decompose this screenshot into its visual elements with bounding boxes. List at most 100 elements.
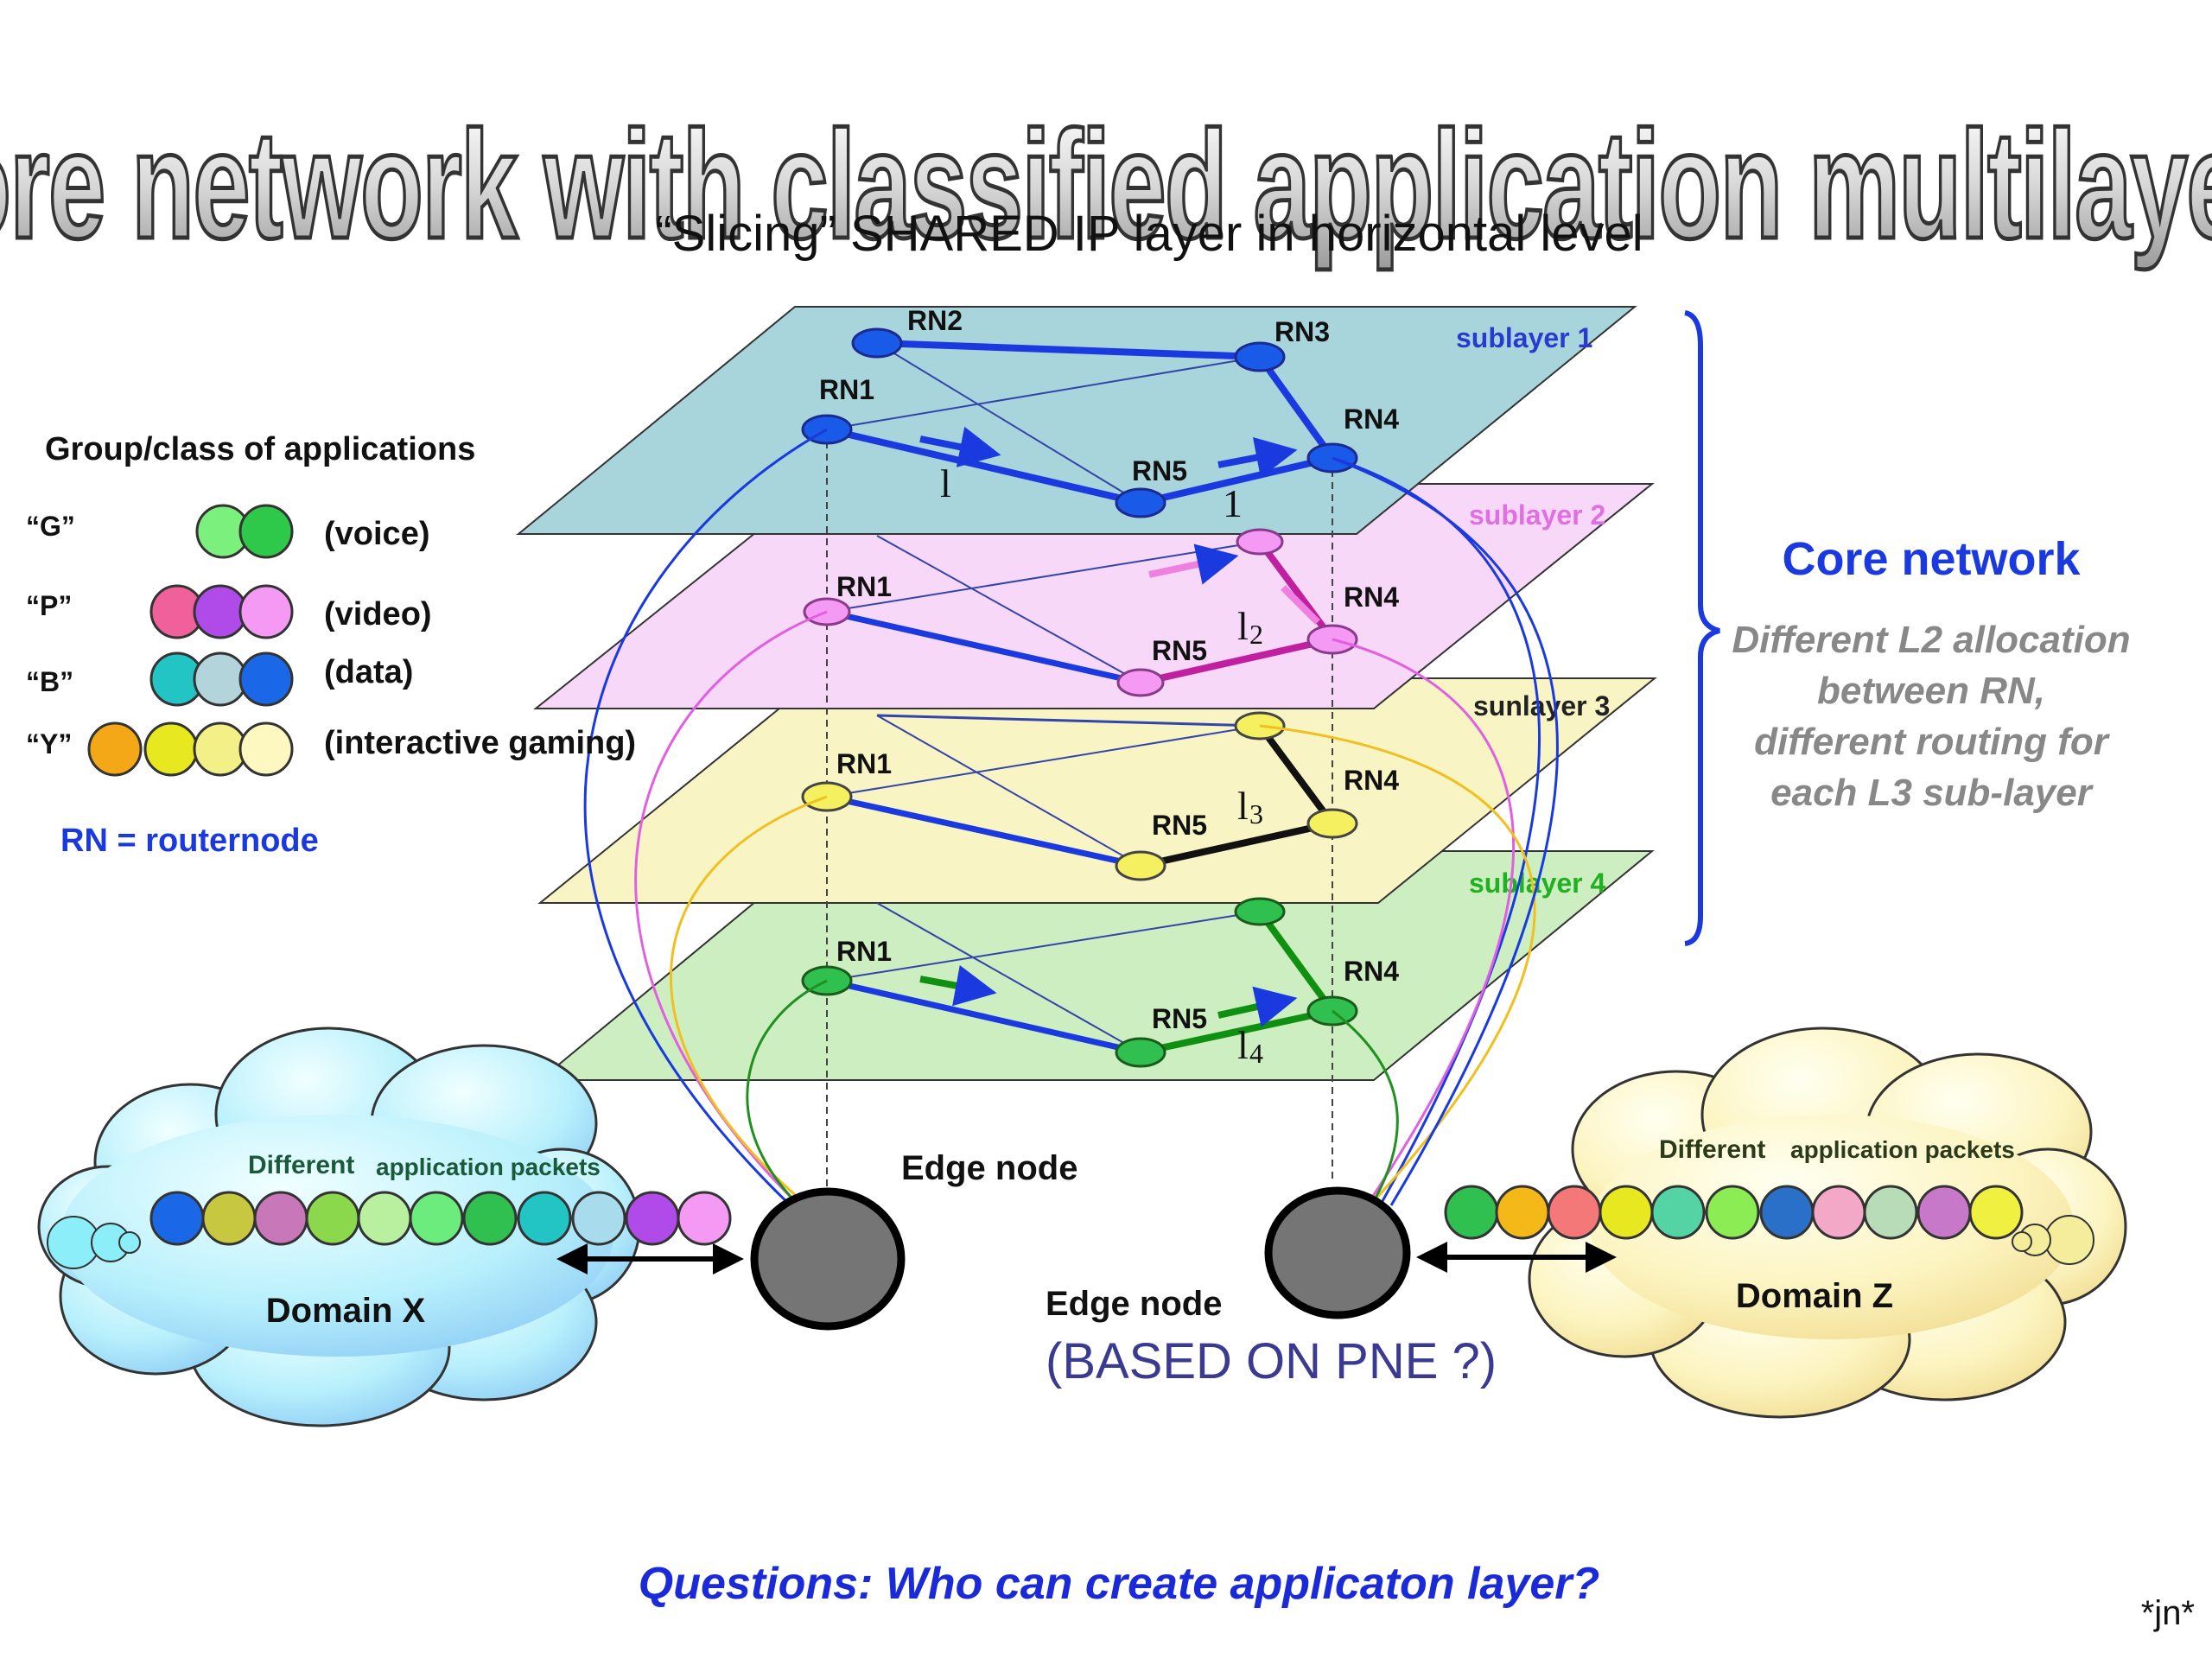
sublayer-4-link-label-2: 4 — [1249, 1038, 1263, 1069]
bottom-question: Questions: Who can create applicaton lay… — [639, 1559, 1600, 1609]
domain-x-caption-b: application packets — [376, 1154, 601, 1180]
edge-node-left-label: Edge node — [901, 1149, 1077, 1187]
sublayer-3-label: sunlayer 3 — [1473, 690, 1610, 721]
domain-x-packet-10 — [625, 1191, 680, 1246]
legend-g-label: (voice) — [324, 516, 429, 552]
sublayer-2-link-label: l — [1237, 604, 1249, 648]
legend-g-code: “G” — [26, 511, 75, 542]
domain-x-name: Domain X — [266, 1292, 426, 1330]
sublayer-2-rn3-node — [1236, 528, 1284, 556]
sublayer-2-rn1-label: RN1 — [836, 571, 892, 602]
sublayer-3-link-label-2: 3 — [1249, 798, 1263, 830]
core-network-description: Different L2 allocation between RN, diff… — [1732, 619, 2130, 814]
signature: *jn* — [2141, 1594, 2195, 1632]
legend-rn-note: RN = routernode — [60, 823, 319, 859]
edge-node-right — [1264, 1186, 1411, 1319]
sublayer-1-rn2-label: RN2 — [907, 305, 963, 336]
sublayer-2-graph: RN1 RN4 RN5 l 2 — [803, 528, 1399, 697]
page-subtitle: “Slicing” SHARED IP layer in horizontal … — [655, 206, 1643, 262]
legend-p-dot-3 — [238, 584, 294, 639]
legend-y-label: (interactive gaming) — [324, 725, 636, 761]
sublayer-3-rn4-label: RN4 — [1344, 765, 1399, 796]
sublayer-1-label: sublayer 1 — [1456, 322, 1592, 353]
sublayer-3-rn1-label: RN1 — [836, 748, 892, 779]
sublayer-4-graph: RN1 RN4 RN5 l 4 — [801, 897, 1399, 1069]
core-desc-line-2: between RN, — [1817, 670, 2045, 712]
core-desc-line-4: each L3 sub-layer — [1770, 772, 2094, 814]
legend-y-dot-4 — [238, 721, 294, 777]
legend-b-code: “B” — [26, 666, 73, 697]
legend-y-dot-3 — [193, 721, 248, 777]
domain-z-packet-6 — [1705, 1185, 1760, 1240]
sublayer-1-rn2-node — [851, 327, 903, 359]
legend-b-dot-2 — [193, 652, 248, 707]
sublayer-4-link-label: l — [1237, 1023, 1249, 1067]
edge-node-left — [750, 1187, 906, 1331]
domain-x-packet-3 — [253, 1191, 308, 1246]
edge-node-right-label: Edge node — [1046, 1285, 1222, 1323]
sublayer-1-plane: sublayer 1 — [516, 306, 1637, 535]
domain-x-packet-9 — [571, 1191, 626, 1246]
domain-z-packet-9 — [1863, 1185, 1918, 1240]
sublayer-2-label: sublayer 2 — [1469, 499, 1605, 531]
sublayer-2-rn4-label: RN4 — [1344, 582, 1399, 613]
sublayer-1-rn5-node — [1115, 487, 1166, 518]
domain-z-packets — [1444, 1185, 2024, 1240]
page-title: Core network with classified application… — [0, 99, 2212, 270]
domain-x-packet-6 — [409, 1191, 464, 1246]
sublayer-3-rn4-node — [1306, 808, 1358, 839]
domain-x-packet-2 — [201, 1191, 257, 1246]
domain-x-caption-a: Different — [248, 1151, 354, 1179]
legend-b-dot-3 — [238, 652, 294, 707]
core-desc-line-1: Different L2 allocation — [1732, 619, 2130, 661]
sublayer-3-link-label: l — [1237, 784, 1249, 828]
sublayer-1-rn1-label: RN1 — [819, 374, 874, 405]
sublayer-4-rn4-label: RN4 — [1344, 956, 1399, 987]
edge-node-note: (BASED ON PNE ?) — [1046, 1333, 1497, 1389]
domain-x-packet-1 — [149, 1191, 205, 1246]
domain-x-packets — [149, 1191, 732, 1246]
domain-z-packet-7 — [1759, 1185, 1815, 1240]
edge-connection-curves — [583, 428, 1559, 1216]
sublayer-2-rn5-node — [1116, 668, 1165, 697]
domain-z-packet-5 — [1650, 1185, 1706, 1240]
domain-z-packet-11 — [1968, 1185, 2024, 1240]
legend-p-label: (video) — [324, 596, 432, 632]
core-desc-line-3: different routing for — [1754, 721, 2111, 763]
sublayer-4-rn5-node — [1115, 1037, 1166, 1068]
domain-z-name: Domain Z — [1736, 1277, 1893, 1315]
domain-z-packet-1 — [1444, 1185, 1499, 1240]
legend-b-label: (data) — [324, 654, 413, 690]
legend: Group/class of applications “G” (voice) … — [26, 431, 636, 859]
domain-x-packet-8 — [517, 1191, 572, 1246]
domain-z-packet-3 — [1547, 1185, 1602, 1240]
domain-x-packet-5 — [357, 1191, 412, 1246]
core-network-title: Core network — [1782, 533, 2081, 585]
sublayer-1-link-label-2: 1 — [1223, 481, 1243, 525]
domain-z-caption-b: application packets — [1790, 1136, 2015, 1163]
legend-g-dot-2 — [238, 504, 294, 559]
sublayer-4-rn3-node — [1234, 897, 1286, 926]
sublayer-3-plane: sunlayer 3 — [537, 677, 1657, 904]
core-network-bracket — [1684, 310, 1720, 946]
legend-p-dot-2 — [193, 584, 248, 639]
domain-z-packet-2 — [1495, 1185, 1550, 1240]
domain-z-caption-a: Different — [1659, 1135, 1765, 1164]
legend-y-dot-2 — [143, 721, 199, 777]
domain-z-packet-4 — [1599, 1185, 1654, 1240]
domain-x-packet-11 — [677, 1191, 732, 1246]
domain-x-packet-7 — [462, 1191, 518, 1246]
legend-heading: Group/class of applications — [45, 431, 475, 467]
sublayer-3-rn5-label: RN5 — [1152, 810, 1207, 841]
sublayer-1-rn5-label: RN5 — [1132, 455, 1187, 486]
legend-p-code: “P” — [26, 590, 72, 621]
sublayer-1-rn3-label: RN3 — [1274, 316, 1330, 347]
sublayer-2-rn5-label: RN5 — [1152, 635, 1207, 666]
domain-z-packet-10 — [1916, 1185, 1972, 1240]
domain-x-packet-4 — [305, 1191, 360, 1246]
sublayer-2-link-label-2: 2 — [1249, 619, 1263, 650]
legend-y-dot-1 — [87, 721, 143, 777]
sublayer-1-link-label: l — [940, 461, 951, 505]
sublayer-1-rn3-node — [1234, 341, 1286, 372]
